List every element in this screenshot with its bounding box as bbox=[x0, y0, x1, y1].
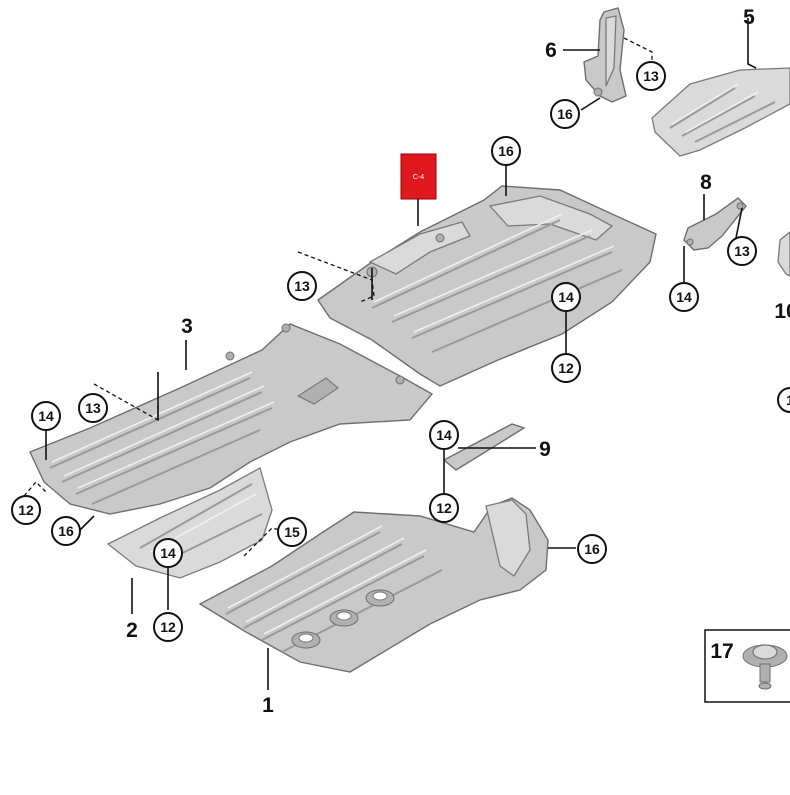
part-17-detail-box bbox=[704, 629, 790, 703]
part-label-17: 17 bbox=[710, 640, 733, 663]
svg-text:14: 14 bbox=[558, 289, 574, 305]
part-label-6: 6 bbox=[545, 39, 557, 62]
part-8-bracket bbox=[683, 197, 747, 251]
part-label-8: 8 bbox=[700, 171, 712, 194]
callout-14-right-bracket: 14 bbox=[669, 282, 699, 312]
svg-text:16: 16 bbox=[498, 143, 514, 159]
svg-text:12: 12 bbox=[436, 500, 452, 516]
part-label-1: 1 bbox=[262, 694, 274, 717]
svg-text:15: 15 bbox=[284, 524, 300, 540]
callout-14-part2: 14 bbox=[153, 538, 183, 568]
svg-text:13: 13 bbox=[294, 278, 310, 294]
svg-text:13: 13 bbox=[643, 68, 659, 84]
part-6-bracket bbox=[583, 7, 627, 103]
svg-text:14: 14 bbox=[436, 427, 452, 443]
part-1-shield bbox=[198, 497, 549, 673]
leader-lines bbox=[23, 18, 757, 690]
callout-16-top-right: 16 bbox=[550, 99, 580, 129]
part-10-bracket-partial bbox=[777, 231, 790, 277]
callout-13-center: 13 bbox=[287, 271, 317, 301]
callout-12-part2: 12 bbox=[153, 612, 183, 642]
callout-16-right-part1: 16 bbox=[577, 534, 607, 564]
callout-16-left-bottom: 16 bbox=[51, 516, 81, 546]
svg-text:14: 14 bbox=[160, 545, 176, 561]
part-label-2: 2 bbox=[126, 619, 138, 642]
svg-text:16: 16 bbox=[584, 541, 600, 557]
part-label-5: 5 bbox=[743, 6, 755, 29]
part-label-10: 10 bbox=[774, 300, 790, 323]
callout-12-part9: 12 bbox=[429, 493, 459, 523]
callouts: 13 16 16 13 13 14 14 12 bbox=[11, 61, 790, 642]
callout-12-center-right: 12 bbox=[551, 353, 581, 383]
svg-text:14: 14 bbox=[676, 289, 692, 305]
svg-text:12: 12 bbox=[558, 360, 574, 376]
svg-text:13: 13 bbox=[85, 400, 101, 416]
c4-marker: C-4 bbox=[400, 153, 437, 226]
c4-marker-label: C-4 bbox=[413, 174, 424, 181]
callout-14-left: 14 bbox=[31, 401, 61, 431]
svg-text:16: 16 bbox=[58, 523, 74, 539]
svg-text:13: 13 bbox=[734, 243, 750, 259]
svg-text:12: 12 bbox=[18, 502, 34, 518]
callout-13-right-bracket: 13 bbox=[727, 236, 757, 266]
callout-13-left: 13 bbox=[78, 393, 108, 423]
part-5-shield bbox=[651, 67, 790, 157]
svg-text:14: 14 bbox=[38, 408, 54, 424]
callout-14-part9: 14 bbox=[429, 420, 459, 450]
part-9-strip bbox=[442, 423, 526, 471]
callout-13-top-right: 13 bbox=[636, 61, 666, 91]
svg-text:1: 1 bbox=[786, 392, 790, 408]
callout-16-center: 16 bbox=[491, 136, 521, 166]
part-label-3: 3 bbox=[181, 315, 193, 338]
callout-partial-right-edge: 1 bbox=[777, 387, 790, 413]
part-label-9: 9 bbox=[539, 438, 551, 461]
callout-15: 15 bbox=[277, 517, 307, 547]
center-top-shield bbox=[317, 185, 657, 387]
callout-12-left: 12 bbox=[11, 495, 41, 525]
part-numbers: 5 6 8 10 3 9 2 1 17 bbox=[126, 6, 790, 717]
svg-text:12: 12 bbox=[160, 619, 176, 635]
callout-14-center-right: 14 bbox=[551, 282, 581, 312]
svg-text:16: 16 bbox=[557, 106, 573, 122]
